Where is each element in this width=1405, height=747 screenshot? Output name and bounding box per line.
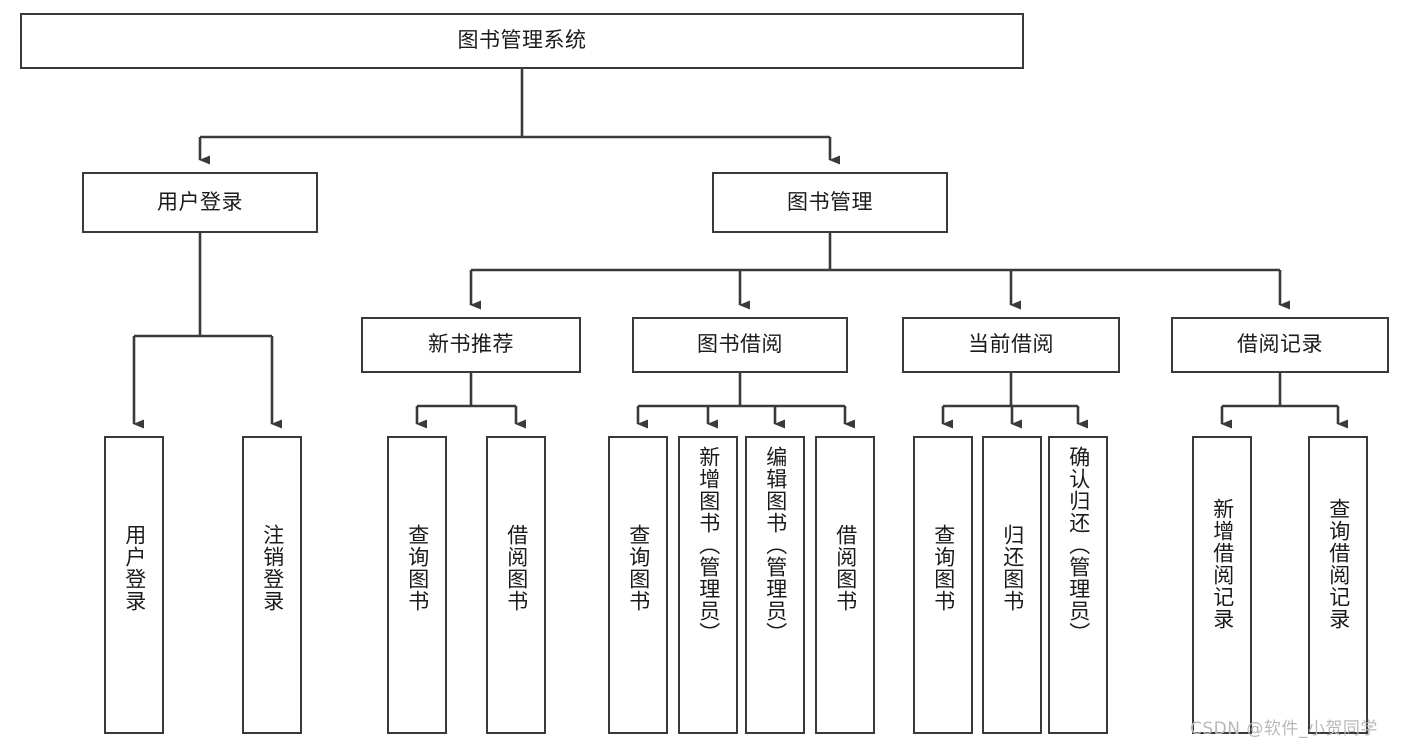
node-label: 新书推荐: [428, 332, 514, 357]
node-label: 查询图书: [405, 524, 430, 612]
node-label: 查询图书: [931, 524, 956, 612]
node-book-borrow[interactable]: 图书借阅: [632, 317, 848, 373]
node-label: 图书管理系统: [457, 28, 587, 53]
node-leaf-query-book[interactable]: 查询图书: [608, 436, 668, 734]
node-label: 编辑图书（管理员）: [763, 446, 788, 644]
node-label: 图书管理: [787, 189, 873, 214]
node-leaf-add-book-admin[interactable]: 新增图书（管理员）: [678, 436, 738, 734]
node-label: 注销登录: [260, 524, 285, 612]
node-label: 当前借阅: [968, 332, 1054, 357]
node-label: 确认归还（管理员）: [1066, 446, 1091, 644]
node-leaf-borrow-book[interactable]: 借阅图书: [815, 436, 875, 734]
node-leaf-user-login[interactable]: 用户登录: [104, 436, 164, 734]
node-label: 新增借阅记录: [1210, 498, 1235, 630]
node-label: 图书借阅: [697, 332, 783, 357]
node-leaf-logout[interactable]: 注销登录: [242, 436, 302, 734]
node-label: 用户登录: [122, 524, 147, 612]
node-book-manage[interactable]: 图书管理: [712, 172, 948, 233]
node-label: 归还图书: [1000, 524, 1025, 612]
node-leaf-add-record[interactable]: 新增借阅记录: [1192, 436, 1252, 734]
node-label: 新增图书（管理员）: [696, 446, 721, 644]
node-user-login[interactable]: 用户登录: [82, 172, 318, 233]
node-leaf-borrow-book-rec[interactable]: 借阅图书: [486, 436, 546, 734]
node-label: 借阅图书: [833, 524, 858, 612]
node-leaf-confirm-return-admin[interactable]: 确认归还（管理员）: [1048, 436, 1108, 734]
node-leaf-return-book[interactable]: 归还图书: [982, 436, 1042, 734]
watermark-text: CSDN @软件_小贺同学: [1190, 719, 1378, 739]
node-leaf-query-record[interactable]: 查询借阅记录: [1308, 436, 1368, 734]
node-label: 查询图书: [626, 524, 651, 612]
node-root[interactable]: 图书管理系统: [20, 13, 1024, 69]
node-label: 借阅记录: [1237, 332, 1323, 357]
node-leaf-query-book-cur[interactable]: 查询图书: [913, 436, 973, 734]
node-current-borrow[interactable]: 当前借阅: [902, 317, 1120, 373]
node-label: 用户登录: [157, 189, 243, 214]
node-new-book-rec[interactable]: 新书推荐: [361, 317, 581, 373]
node-borrow-record[interactable]: 借阅记录: [1171, 317, 1389, 373]
node-label: 借阅图书: [504, 524, 529, 612]
node-leaf-edit-book-admin[interactable]: 编辑图书（管理员）: [745, 436, 805, 734]
node-leaf-query-book-rec[interactable]: 查询图书: [387, 436, 447, 734]
node-label: 查询借阅记录: [1326, 498, 1351, 630]
